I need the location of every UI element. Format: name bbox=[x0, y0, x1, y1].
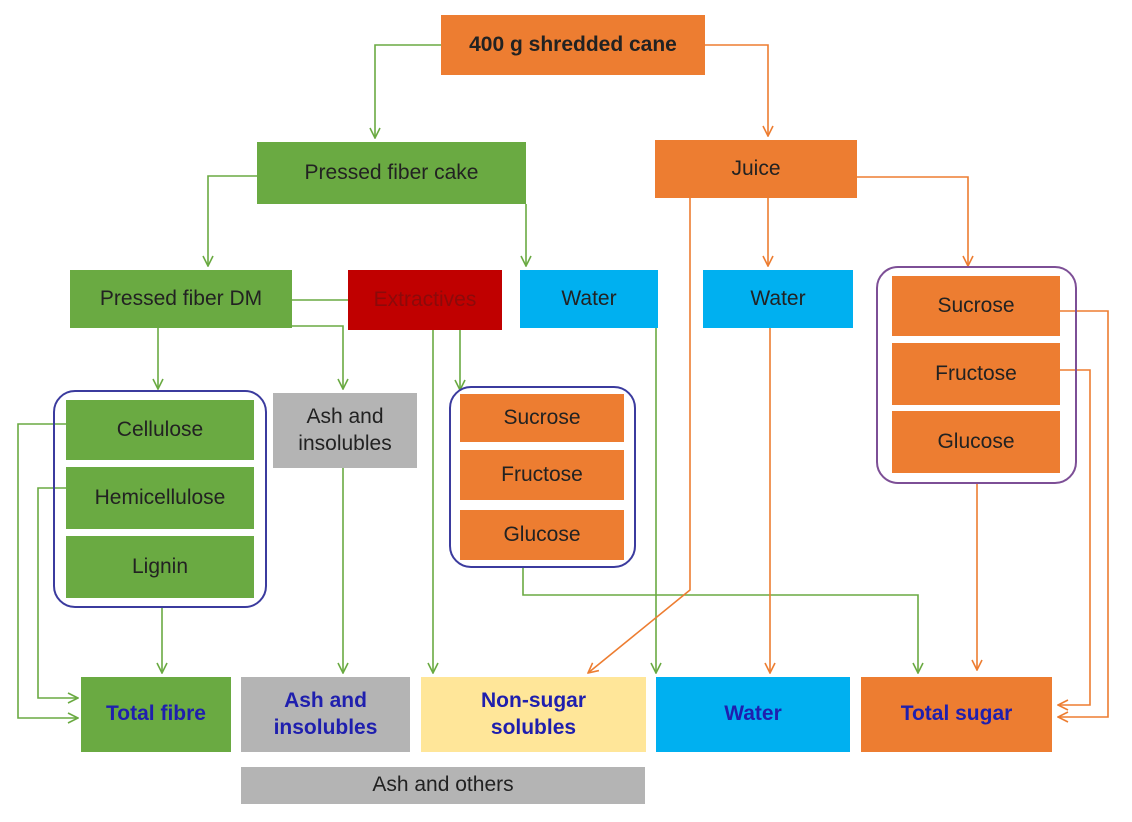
node-extractives: Extractives bbox=[348, 270, 502, 330]
arrow-juice-to-sugar-group bbox=[857, 176, 968, 266]
node-ash-and-others: Ash and others bbox=[241, 767, 645, 804]
node-ext-fructose: Fructose bbox=[460, 450, 624, 500]
group-juice-sugars bbox=[876, 266, 1077, 484]
node-ext-sucrose: Sucrose bbox=[460, 394, 624, 442]
node-water-juice: Water bbox=[703, 270, 853, 328]
node-pressed-fiber-cake: Pressed fiber cake bbox=[257, 142, 526, 204]
node-ash-insolubles-out: Ash and insolubles bbox=[241, 677, 410, 752]
node-juice-fructose: Fructose bbox=[892, 343, 1060, 405]
node-total-water: Water bbox=[656, 677, 850, 752]
ash-out-line-1: Ash and bbox=[284, 689, 367, 713]
arrow-glucose-to-total-sugar bbox=[522, 566, 918, 673]
ash-mid-line-2: insolubles bbox=[298, 431, 392, 455]
arrow-juice-to-nonsugar bbox=[588, 198, 691, 673]
node-juice-glucose: Glucose bbox=[892, 411, 1060, 473]
node-cellulose: Cellulose bbox=[66, 400, 254, 460]
node-ext-glucose: Glucose bbox=[460, 510, 624, 560]
nonsugar-line-2: solubles bbox=[490, 715, 577, 739]
node-ash-insolubles-mid: Ash and insolubles bbox=[273, 393, 417, 468]
arrow-root-to-cake bbox=[375, 44, 441, 138]
node-water-cake: Water bbox=[520, 270, 658, 328]
group-fibre-components bbox=[53, 390, 267, 608]
arrow-hemicellulose-to-fibre bbox=[37, 487, 78, 698]
node-total-sugar: Total sugar bbox=[861, 677, 1052, 752]
node-lignin: Lignin bbox=[66, 536, 254, 598]
node-hemicellulose: Hemicellulose bbox=[66, 467, 254, 529]
nonsugar-line-1: Non-sugar bbox=[481, 689, 586, 713]
ash-out-line-2: insolubles bbox=[273, 715, 378, 739]
arrow-cake-to-dm bbox=[208, 175, 257, 266]
arrow-root-to-juice bbox=[705, 44, 768, 136]
ash-mid-line-1: Ash and bbox=[306, 405, 384, 429]
node-nonsugar-solubles: Non-sugar solubles bbox=[421, 677, 646, 752]
node-pressed-fiber-dm: Pressed fiber DM bbox=[70, 270, 292, 328]
arrow-juice-sucrose-to-total-sugar bbox=[1058, 310, 1109, 717]
node-shredded-cane: 400 g shredded cane bbox=[441, 15, 705, 75]
node-total-fibre: Total fibre bbox=[81, 677, 231, 752]
node-juice-sucrose: Sucrose bbox=[892, 276, 1060, 336]
group-extractive-sugars bbox=[449, 386, 636, 568]
arrow-dm-to-ash-mid bbox=[292, 325, 343, 389]
arrow-cellulose-to-fibre bbox=[17, 423, 78, 718]
node-juice: Juice bbox=[655, 140, 857, 198]
